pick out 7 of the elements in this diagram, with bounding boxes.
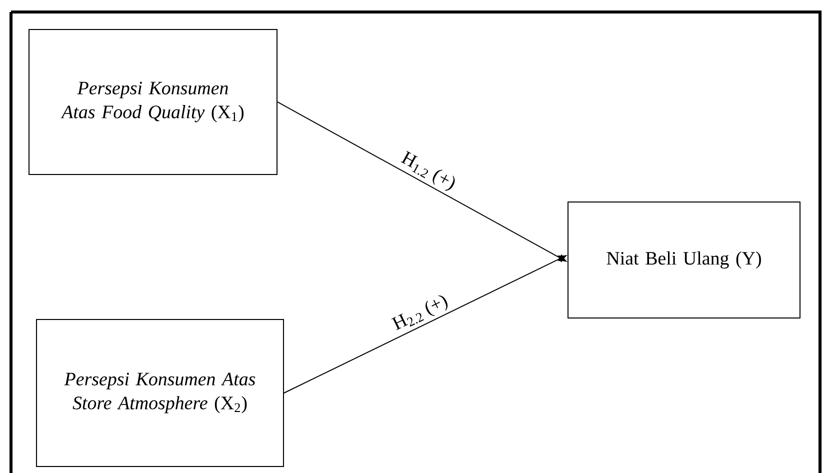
variable-box: Persepsi Konsumen Atas Food Quality (X$_{1}$) xyxy=(28,29,278,175)
arrow xyxy=(277,102,566,262)
edge-label: H$_{1.2}$ (+) xyxy=(396,148,460,195)
variable-box: Niat Beli Ulang (Y) xyxy=(568,202,800,318)
variable-box: Persepsi Konsumen Atas Store Atmosphere (X$_{2}$) xyxy=(36,319,284,467)
edge-label: H$_{2.2}$ (+) xyxy=(389,292,452,336)
arrow xyxy=(284,255,566,394)
